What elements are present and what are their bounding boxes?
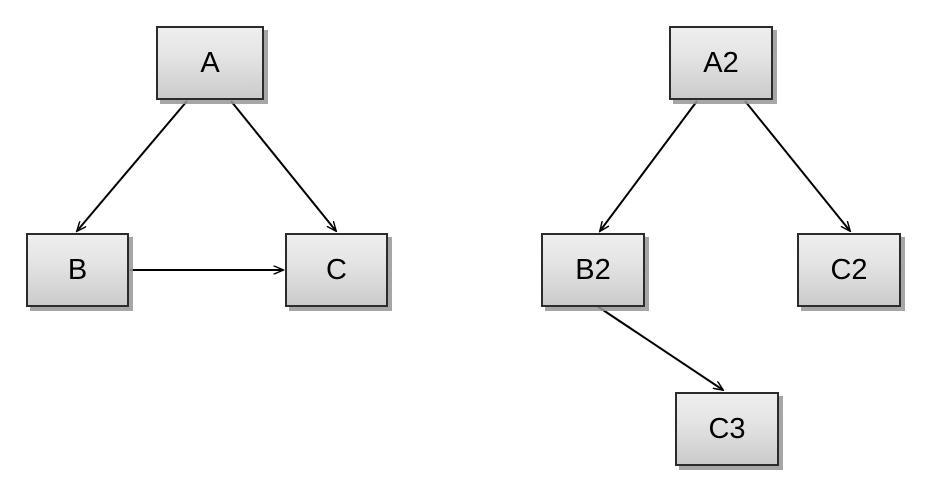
node-b[interactable]: B <box>26 233 129 307</box>
node-c[interactable]: C <box>285 233 388 307</box>
node-c2[interactable]: C2 <box>797 233 901 307</box>
node-a[interactable]: A <box>156 26 264 100</box>
node-a2[interactable]: A2 <box>669 26 773 100</box>
node-c3[interactable]: C3 <box>675 392 779 466</box>
node-label-b: B <box>67 253 88 286</box>
node-label-c: C <box>326 253 347 286</box>
edge-a2-to-b2[interactable] <box>600 100 698 231</box>
node-label-a2: A2 <box>703 46 739 79</box>
node-label-b2: B2 <box>575 253 611 286</box>
edges-group <box>77 100 850 390</box>
edge-b2-to-c3[interactable] <box>596 305 723 390</box>
node-label-a: A <box>200 46 220 79</box>
edge-a2-to-c2[interactable] <box>744 100 850 231</box>
node-label-c3: C3 <box>708 412 746 445</box>
edge-a-to-b[interactable] <box>77 100 188 231</box>
node-b2[interactable]: B2 <box>541 233 645 307</box>
node-label-c2: C2 <box>830 253 868 286</box>
edge-a-to-c[interactable] <box>230 100 336 231</box>
